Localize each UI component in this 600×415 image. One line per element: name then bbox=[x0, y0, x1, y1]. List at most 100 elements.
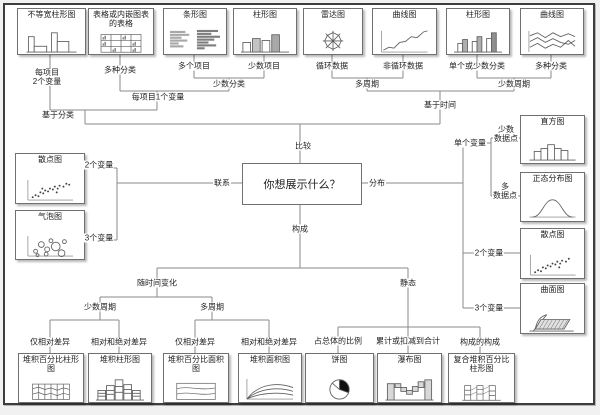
branch-label-distribution: 分布 bbox=[368, 178, 386, 188]
edge-label-three-vars-right: 3个变量 bbox=[473, 303, 505, 313]
node-column-chart-1: 柱形图 bbox=[233, 8, 297, 55]
node-bubble-chart: 气泡图 bbox=[15, 210, 85, 260]
edge-label-single-or-few-categories: 单个或少数分类 bbox=[448, 61, 506, 71]
node-title: 曲线图 bbox=[392, 10, 417, 19]
node-radar-chart: 雷达图 bbox=[303, 8, 363, 55]
node-title: 表格或内嵌图表的表格 bbox=[93, 10, 149, 28]
edge-label-single-var: 单个变量 bbox=[453, 138, 487, 148]
edge-label-many-data-points: 多 数据点 bbox=[492, 182, 518, 200]
node-bar-chart: 条形图 bbox=[163, 8, 227, 55]
edge-label-composition-of-composition: 构成的构成 bbox=[459, 337, 501, 347]
center-question-node: 你想展示什么？ bbox=[242, 163, 362, 205]
edge-label-few-data-points: 少数 数据点 bbox=[493, 125, 519, 143]
compound-stacked-column-icon bbox=[462, 385, 501, 401]
node-title: 不等宽柱形图 bbox=[27, 10, 76, 19]
node-histogram: 直方图 bbox=[520, 115, 585, 164]
multi-line-chart-icon bbox=[528, 30, 576, 53]
node-title: 条形图 bbox=[183, 10, 207, 19]
node-title: 复合堆积百分比柱形图 bbox=[453, 355, 510, 373]
node-compound-stacked-100-column: 复合堆积百分比柱形图 bbox=[448, 353, 515, 403]
edge-label-static: 静态 bbox=[399, 278, 417, 288]
node-title: 柱形图 bbox=[253, 10, 277, 19]
edge-label-few-periods-top: 少数周期 bbox=[497, 79, 531, 89]
edge-label-multi-category-1: 多种分类 bbox=[103, 65, 137, 75]
stacked-area-icon bbox=[246, 378, 294, 400]
node-line-chart-1: 曲线图 bbox=[372, 8, 437, 55]
variable-width-column-icon bbox=[26, 32, 77, 53]
node-title: 正态分布图 bbox=[532, 174, 573, 183]
node-waterfall-chart: 瀑布图 bbox=[377, 353, 442, 403]
edge-label-few-items: 少数项目 bbox=[247, 61, 281, 71]
node-table-with-embedded-charts: 表格或内嵌图表的表格 bbox=[88, 8, 154, 55]
bar-chart-icon bbox=[170, 29, 220, 50]
edge-label-relative-absolute-1: 相对和绝对差异 bbox=[90, 337, 148, 347]
bell-curve-icon bbox=[529, 199, 576, 218]
node-title: 散点图 bbox=[38, 155, 62, 164]
waterfall-chart-icon bbox=[385, 379, 434, 401]
node-surface-chart: 曲面图 bbox=[520, 283, 585, 334]
branch-label-relationship: 联系 bbox=[213, 178, 231, 188]
bubble-chart-icon bbox=[27, 235, 74, 257]
edge-label-accumulate-or-subtract: 累计或扣减到合计 bbox=[375, 336, 441, 346]
edge-label-per-item-2-vars: 每项目 2个变量 bbox=[31, 68, 63, 86]
pie-chart-icon bbox=[329, 379, 350, 400]
edge-label-share-of-total: 占总体的比例 bbox=[313, 336, 363, 346]
table-icon bbox=[100, 34, 142, 53]
grouped-column-icon bbox=[453, 32, 503, 53]
node-scatter-right: 散点图 bbox=[520, 228, 585, 279]
node-pie-chart: 饼图 bbox=[305, 353, 374, 403]
edge-label-category-based: 基于分类 bbox=[41, 110, 75, 120]
histogram-icon bbox=[529, 144, 576, 161]
edge-label-time-based: 基于时间 bbox=[423, 100, 457, 110]
node-title: 柱形图 bbox=[466, 10, 490, 19]
node-title: 散点图 bbox=[540, 230, 565, 239]
node-line-chart-2: 曲线图 bbox=[520, 8, 584, 55]
edge-label-relative-absolute-2: 相对和绝对差异 bbox=[240, 337, 298, 347]
node-normal-distribution: 正态分布图 bbox=[520, 172, 585, 222]
stacked-100-area-icon bbox=[176, 382, 216, 400]
stacked-column-icon bbox=[95, 379, 145, 401]
node-stacked-column: 堆积柱形图 bbox=[88, 353, 152, 403]
node-title: 饼图 bbox=[331, 355, 348, 364]
edge-label-many-items: 多个项目 bbox=[177, 61, 211, 71]
edge-label-three-vars-left: 3个变量 bbox=[83, 233, 115, 243]
node-title: 瀑布图 bbox=[397, 355, 422, 364]
radar-chart-icon bbox=[322, 30, 344, 52]
node-title: 堆积百分比面积图 bbox=[168, 355, 224, 373]
node-title: 雷达图 bbox=[321, 10, 345, 19]
edge-label-cyclical-data: 循环数据 bbox=[315, 61, 349, 71]
stacked-100-column-icon bbox=[32, 383, 70, 400]
edge-label-many-periods-bottom: 多周期 bbox=[199, 302, 225, 312]
edge-label-few-categories: 少数分类 bbox=[212, 79, 246, 89]
branch-label-composition: 构成 bbox=[291, 224, 309, 234]
node-title: 曲面图 bbox=[540, 285, 565, 294]
edge-label-two-vars-left: 2个变量 bbox=[83, 160, 115, 170]
node-stacked-100-column: 堆积百分比柱形图 bbox=[18, 353, 84, 403]
center-question-text: 你想展示什么？ bbox=[263, 179, 341, 191]
edge-label-many-periods-top: 多周期 bbox=[354, 79, 380, 89]
node-title: 气泡图 bbox=[38, 212, 62, 221]
line-chart-icon bbox=[380, 30, 428, 53]
node-scatter-left: 散点图 bbox=[15, 153, 85, 204]
edge-label-non-cyclical-data: 非循环数据 bbox=[382, 61, 424, 71]
edge-label-multi-category-2: 多种分类 bbox=[534, 61, 568, 71]
surface-chart-icon bbox=[529, 314, 574, 332]
node-stacked-100-area: 堆积百分比面积图 bbox=[163, 353, 229, 403]
edge-label-few-periods-bottom: 少数周期 bbox=[83, 302, 117, 312]
node-column-chart-2: 柱形图 bbox=[446, 8, 510, 55]
node-title: 堆积柱形图 bbox=[100, 355, 140, 364]
edge-label-two-vars-right: 2个变量 bbox=[473, 248, 505, 258]
edge-label-relative-only-2: 仅相对差异 bbox=[174, 337, 216, 347]
scatter-plot-icon bbox=[27, 179, 74, 201]
scatter-plot-icon bbox=[529, 254, 576, 276]
node-title: 曲线图 bbox=[540, 10, 564, 19]
node-title: 堆积面积图 bbox=[250, 355, 290, 364]
branch-label-compare: 比较 bbox=[294, 141, 312, 151]
column-chart-icon bbox=[240, 34, 290, 53]
node-title: 直方图 bbox=[540, 117, 565, 126]
edge-label-relative-only-1: 仅相对差异 bbox=[29, 337, 71, 347]
node-variable-width-column-chart: 不等宽柱形图 bbox=[17, 8, 86, 55]
edge-label-per-item-1-var: 每项目1个变量 bbox=[130, 92, 186, 102]
edge-label-over-time: 随时间变化 bbox=[136, 278, 178, 288]
